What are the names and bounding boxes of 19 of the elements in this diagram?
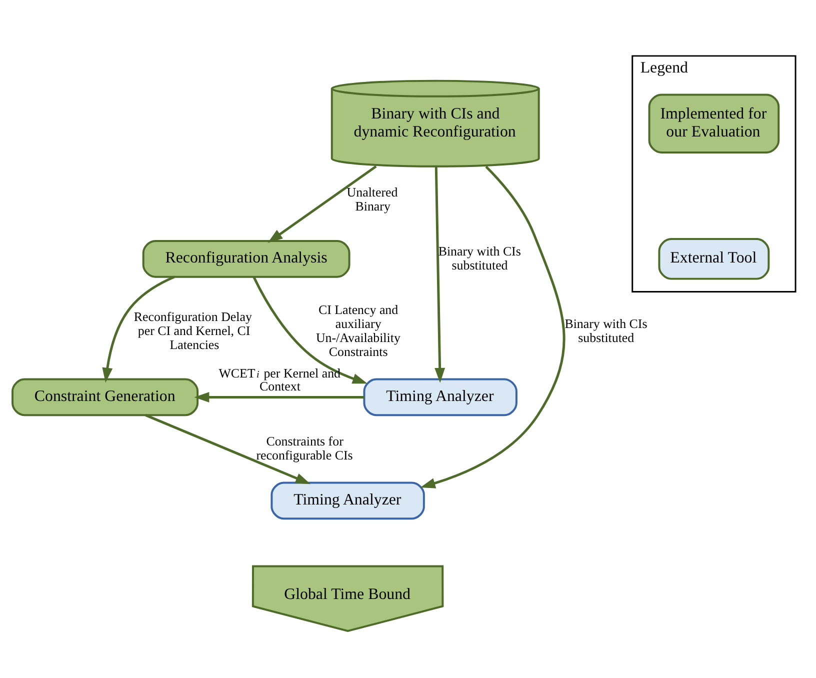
node-box: Timing Analyzer [270,481,425,520]
node-box: Constraint Generation [12,378,199,416]
node-box: Timing Analyzer [363,378,518,416]
legend-label: Implemented for our Evaluation [660,104,767,140]
legend-label: External Tool [670,249,757,266]
arrow [145,414,311,484]
edge-label: WCETi per Kernel and Context [218,365,341,394]
node-box: Reconfiguration Analysis [142,240,350,278]
edge-label: Reconfiguration Delay per CI and Kernel, CI Latencies [134,308,252,352]
edge-label: Constraints for reconfigurable CIs [256,432,353,462]
arrow [252,276,368,384]
edge-label: CI Latency and auxiliary Un-/Availability Constraints [316,302,400,358]
edge-label: Unaltered Binary [346,184,398,214]
edge-label: Binary with CIs substituted [564,315,648,344]
arrow [268,164,377,242]
arrow [194,391,364,402]
arrow [102,275,175,382]
arrow [434,166,446,382]
arrow [420,165,566,488]
